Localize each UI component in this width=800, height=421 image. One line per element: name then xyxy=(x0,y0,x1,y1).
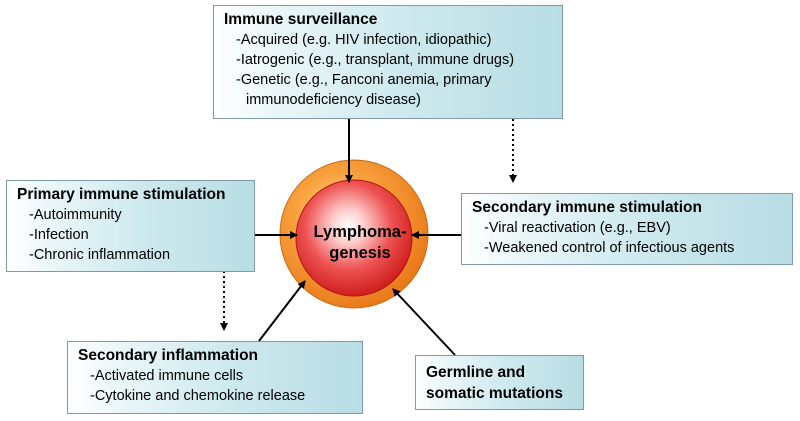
center-label-line1: Lymphoma- xyxy=(313,223,407,241)
primary-stimulation-item: -Chronic inflammation xyxy=(29,247,171,263)
immune-surveillance-item: -Iatrogenic (e.g., transplant, immune dr… xyxy=(236,52,515,68)
germline-box: Germline and somatic mutations xyxy=(415,355,584,410)
secondary-stimulation-box: Secondary immune stimulation -Viral reac… xyxy=(461,193,793,265)
germline-title-line2: somatic mutations xyxy=(426,385,563,402)
secondary-stimulation-item: -Weakened control of infectious agents xyxy=(484,240,735,256)
primary-stimulation-item: -Infection xyxy=(29,227,89,243)
secondary-stimulation-item: -Viral reactivation (e.g., EBV) xyxy=(484,220,671,236)
immune-surveillance-item: -Acquired (e.g. HIV infection, idiopathi… xyxy=(236,32,492,48)
primary-stimulation-box: Primary immune stimulation -Autoimmunity… xyxy=(6,180,255,272)
primary-stimulation-item: -Autoimmunity xyxy=(29,207,122,223)
primary-stimulation-title: Primary immune stimulation xyxy=(17,186,226,203)
immune-surveillance-box: Immune surveillance -Acquired (e.g. HIV … xyxy=(213,5,563,119)
arrow-germline xyxy=(392,288,456,356)
secondary-stimulation-title: Secondary immune stimulation xyxy=(472,199,702,216)
germline-title-line1: Germline and xyxy=(426,364,526,381)
secondary-inflammation-item: -Cytokine and chemokine release xyxy=(90,388,306,404)
center-label: Lymphoma- genesis xyxy=(305,222,415,264)
secondary-inflammation-box: Secondary inflammation -Activated immune… xyxy=(67,341,363,414)
center-label-line2: genesis xyxy=(329,244,391,262)
immune-surveillance-title: Immune surveillance xyxy=(224,11,378,28)
immune-surveillance-item: immunodeficiency disease) xyxy=(246,92,421,108)
secondary-inflammation-item: -Activated immune cells xyxy=(90,368,244,384)
secondary-inflammation-title: Secondary inflammation xyxy=(78,347,259,364)
arrow-secondary-inflammation xyxy=(258,280,306,342)
immune-surveillance-item: -Genetic (e.g., Fanconi anemia, primary xyxy=(236,72,492,88)
